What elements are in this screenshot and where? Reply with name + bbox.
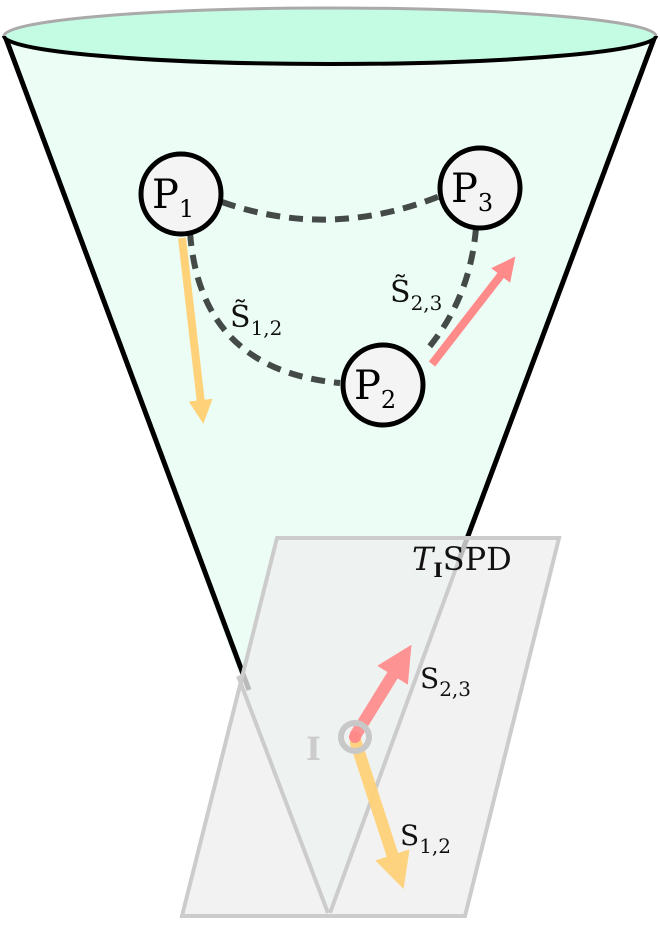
- cone-right-edge: [456, 35, 658, 561]
- node-p2-label: P2: [354, 363, 396, 414]
- cone-body: [5, 36, 655, 912]
- node-p1-circle: [138, 151, 224, 237]
- spd-cone: [2, 6, 658, 912]
- cone-inside-right: [328, 559, 461, 914]
- identity-point: [338, 720, 372, 754]
- tangent-label-s12: S1,2: [400, 819, 451, 858]
- identity-label: I: [306, 730, 321, 768]
- cone-rim-front: [2, 35, 658, 66]
- node-p1: P1: [138, 151, 224, 237]
- geodesic-label-s23: S̃2,3: [390, 275, 442, 315]
- node-p3: P3: [437, 145, 523, 231]
- node-p1-label: P1: [152, 172, 194, 223]
- tangent-plane: TISPD: [179, 536, 562, 918]
- node-p2-circle: [340, 342, 426, 428]
- tangent-plane-sheet: [179, 536, 562, 918]
- tangent-vector-s12: [349, 738, 410, 890]
- identity-point-center: [349, 731, 361, 743]
- geodesic-curves: [187, 193, 479, 386]
- node-p3-label: P3: [451, 166, 493, 217]
- vector-orange-at-p1: [178, 237, 213, 424]
- manifold-vectors: [178, 237, 516, 424]
- cone-left-edge: [2, 35, 252, 691]
- node-p2: P2: [340, 342, 426, 428]
- geodesic-label-s12: S̃1,2: [230, 300, 282, 340]
- tangent-vectors: I: [306, 644, 412, 890]
- vector-red-at-p2: [428, 256, 516, 367]
- tangent-label-s23: S2,3: [420, 662, 471, 701]
- node-p3-circle: [437, 145, 523, 231]
- geodesic-p1-p3: [221, 193, 442, 223]
- geodesic-p2-p3: [422, 227, 479, 354]
- tangent-plane-label: TISPD: [412, 540, 512, 582]
- geodesic-p1-p2: [187, 231, 341, 386]
- cone-inside-left: [236, 675, 330, 914]
